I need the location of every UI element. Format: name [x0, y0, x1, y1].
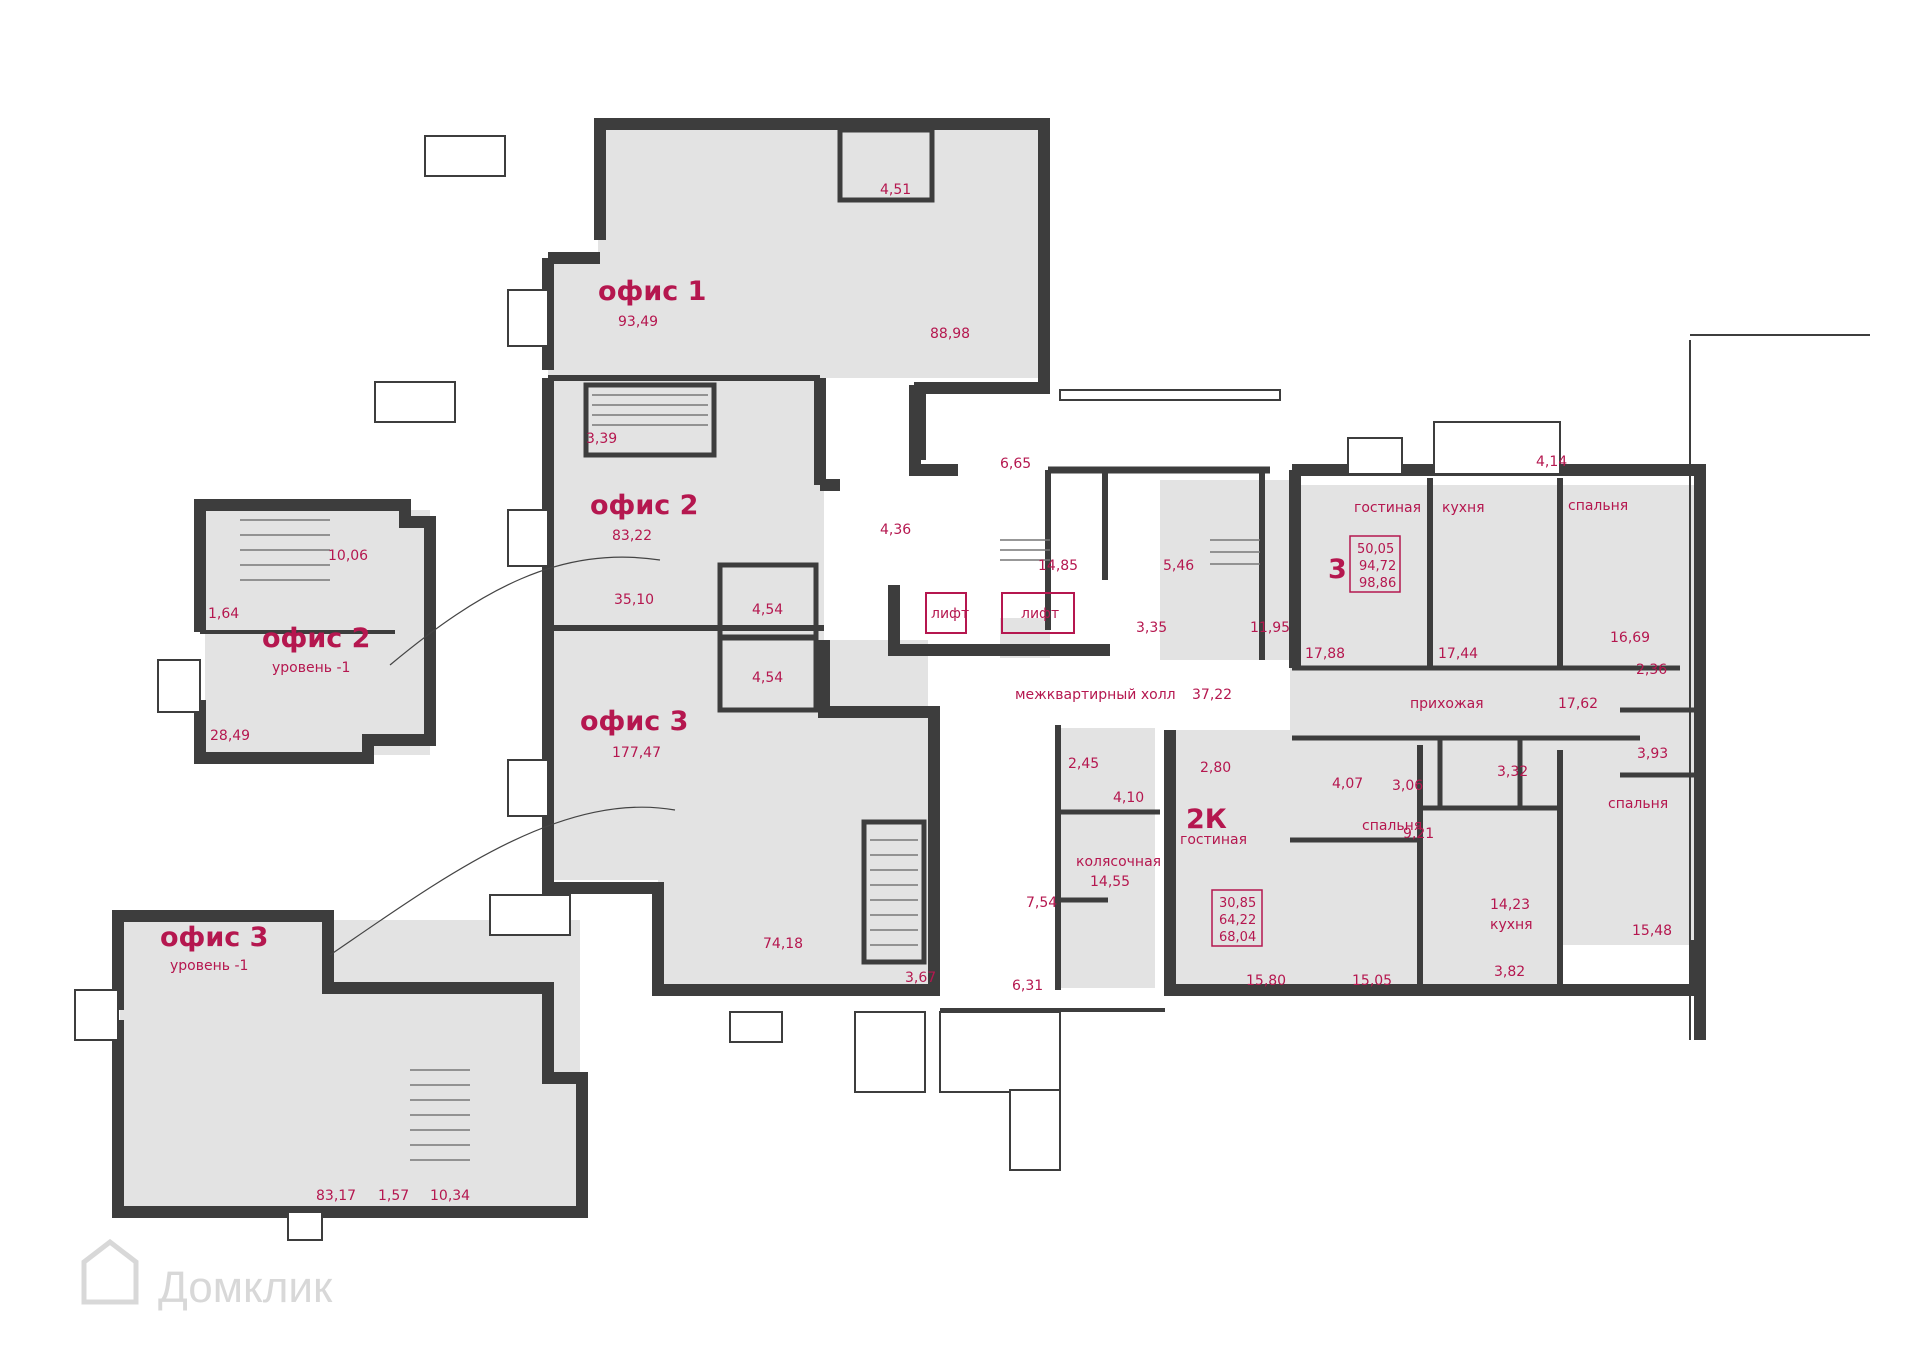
- apt2k-3-82: 3,82: [1494, 964, 1525, 980]
- hall-name: межквартирный холл: [1015, 687, 1176, 703]
- hall-area: 37,22: [1192, 687, 1232, 703]
- labels: офис 1 93,49 88,98 4,51 офис 2 83,22 35,…: [158, 182, 1672, 1312]
- office2-wc: 4,54: [752, 602, 783, 618]
- connector-office2: [389, 556, 661, 666]
- lift-box-1: [925, 592, 967, 634]
- office2-lower-sub: уровень -1: [272, 660, 350, 676]
- apt3-3-06: 3,06: [1392, 778, 1423, 794]
- apt2k-kitchen: кухня: [1490, 917, 1533, 933]
- office1-total: 93,49: [618, 314, 658, 330]
- apt3-4-14: 4,14: [1536, 454, 1567, 470]
- office3-lower-small: 1,57: [378, 1188, 409, 1204]
- office3-lower-sub: уровень -1: [170, 958, 248, 974]
- watermark-text: Домклик: [158, 1263, 333, 1312]
- apt3-bedroom2: спальня: [1608, 796, 1668, 812]
- apt2k-14-23: 14,23: [1490, 897, 1530, 913]
- office3-room: 74,18: [763, 936, 803, 952]
- apt3-hall: прихожая: [1410, 696, 1484, 712]
- apt2k-number: 2К: [1186, 804, 1227, 835]
- office3-lower-stair: 10,34: [430, 1188, 470, 1204]
- apt2k-living: гостиная: [1180, 832, 1247, 848]
- office3-wc: 4,54: [752, 670, 783, 686]
- office1-wc: 4,51: [880, 182, 911, 198]
- lift-2-label: лифт: [1021, 606, 1059, 622]
- core-3-35: 3,35: [1136, 620, 1167, 636]
- apt3-kitchen: кухня: [1442, 500, 1485, 516]
- core-4-10: 4,10: [1113, 790, 1144, 806]
- apt2k-stat-2: 64,22: [1219, 913, 1256, 928]
- office3-lower-name: офис 3: [160, 922, 268, 953]
- apt3-17-44: 17,44: [1438, 646, 1478, 662]
- pram-area: 14,55: [1090, 874, 1130, 890]
- core-14-85: 14,85: [1038, 558, 1078, 574]
- apt2k-stat-3: 68,04: [1219, 930, 1256, 945]
- apt3-bedroom: спальня: [1568, 498, 1628, 514]
- apt3-2-36: 2,36: [1636, 662, 1667, 678]
- detail-frames: [74, 135, 1870, 1241]
- apt3-3-93: 3,93: [1637, 746, 1668, 762]
- apt3-17-88: 17,88: [1305, 646, 1345, 662]
- apt3-number: 3: [1328, 554, 1347, 585]
- core-6-65: 6,65: [1000, 456, 1031, 472]
- core-5-46: 5,46: [1163, 558, 1194, 574]
- apt2k-stat-1: 30,85: [1219, 896, 1256, 911]
- apt3-17-62: 17,62: [1558, 696, 1598, 712]
- watermark-house-icon: [81, 1238, 139, 1305]
- office2-lower-small: 1,64: [208, 606, 239, 622]
- apt3-15-48: 15,48: [1632, 923, 1672, 939]
- apt2k-stats-box: [1211, 889, 1263, 947]
- office3-stair: 3,67: [905, 970, 936, 986]
- connector-office3: [329, 806, 676, 956]
- apt3-16-69: 16,69: [1610, 630, 1650, 646]
- core-4-36: 4,36: [880, 522, 911, 538]
- office2-name: офис 2: [590, 490, 698, 521]
- core-2-45: 2,45: [1068, 756, 1099, 772]
- office2-room: 35,10: [614, 592, 654, 608]
- office3-lower-room: 83,17: [316, 1188, 356, 1204]
- floor-fills: [120, 128, 1698, 1215]
- core-6-31: 6,31: [1012, 978, 1043, 994]
- office3-total: 177,47: [612, 745, 661, 761]
- apt3-stats-box: [1349, 535, 1401, 593]
- apt3-stat-3: 98,86: [1359, 576, 1396, 591]
- office2-lower-name: офис 2: [262, 623, 370, 654]
- office2-lower-room: 28,49: [210, 728, 250, 744]
- stair-hatching: [240, 394, 1260, 1161]
- pram-name: колясочная: [1076, 854, 1161, 870]
- office2-total: 83,22: [612, 528, 652, 544]
- core-7-54: 7,54: [1026, 895, 1057, 911]
- apt2k-15-05: 15,05: [1352, 973, 1392, 989]
- office2-stair: 3,39: [586, 431, 617, 447]
- office2-lower-stair: 10,06: [328, 548, 368, 564]
- core-11-95: 11,95: [1250, 620, 1290, 636]
- apt3-4-07: 4,07: [1332, 776, 1363, 792]
- apt2k-bedroom: спальня: [1362, 818, 1422, 834]
- apt2k-9-21: 9,21: [1403, 826, 1434, 842]
- office3-name: офис 3: [580, 706, 688, 737]
- apt3-3-32: 3,32: [1497, 764, 1528, 780]
- apt3-stat-2: 94,72: [1359, 559, 1396, 574]
- apt2k-2-80: 2,80: [1200, 760, 1231, 776]
- office1-room: 88,98: [930, 326, 970, 342]
- lift-box-2: [1001, 592, 1075, 634]
- apt2k-15-80: 15,80: [1246, 973, 1286, 989]
- apt3-living: гостиная: [1354, 500, 1421, 516]
- lift-1-label: лифт: [931, 606, 969, 622]
- apt3-stat-1: 50,05: [1357, 542, 1394, 557]
- walls: [112, 118, 1706, 1218]
- office1-name: офис 1: [598, 276, 706, 307]
